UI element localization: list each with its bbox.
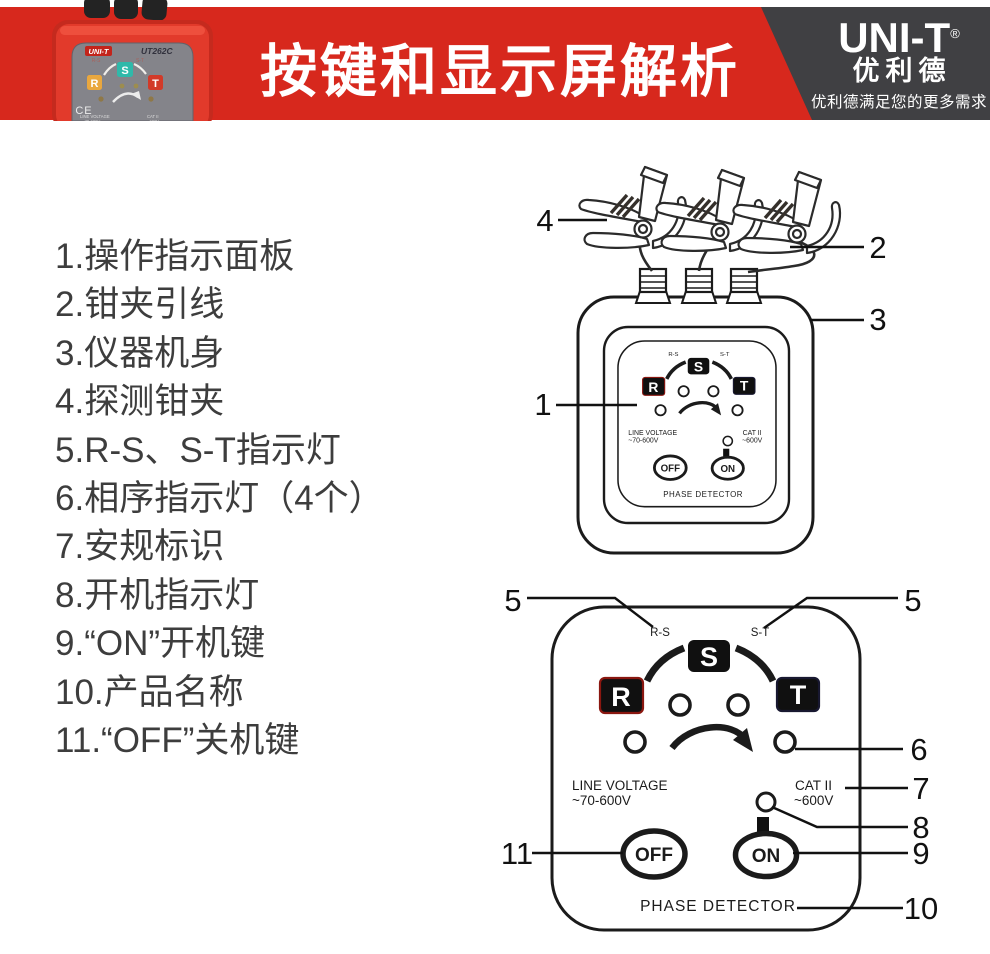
callout-number-7: 7: [912, 771, 929, 806]
photo-led: [148, 96, 154, 102]
photo-cat: CAT II: [147, 114, 158, 119]
callout-number-4: 4: [536, 203, 553, 238]
photo-r-box: [87, 75, 102, 90]
parts-list-item: 8.开机指示灯: [55, 575, 260, 615]
brand-tagline: 优利德满足您的更多需求: [810, 94, 987, 111]
photo-rotation-arrowhead: [131, 91, 141, 100]
parts-list-item: 2.钳夹引线: [55, 285, 225, 325]
cable-glands: [634, 267, 763, 304]
callout-number-3: 3: [869, 302, 886, 337]
photo-line-voltage: LINE VOLTAGE: [80, 114, 110, 119]
callout-number-8: 8: [912, 810, 929, 845]
callout-line-5-right: [763, 596, 898, 629]
device-panel: [71, 42, 194, 121]
probe: [84, 0, 110, 18]
brand-name-cn: 优利德: [852, 56, 952, 86]
photo-cat-voltage: ~600V: [147, 119, 159, 124]
parts-list-item: 4.探测钳夹: [55, 382, 225, 422]
parts-list-item: 11.“OFF”关机键: [55, 721, 300, 761]
brand-logo: UNI-T®: [808, 14, 990, 61]
brand-logo-block: UNI-T® 优利德 优利德满足您的更多需求: [808, 14, 990, 112]
instrument-body-inner: [602, 325, 791, 525]
callout-number-5: 5: [904, 583, 921, 618]
bottom-callouts: [527, 596, 908, 910]
top-diagram: 4 2 3 1: [534, 165, 887, 555]
detection-clamp: [731, 170, 842, 255]
brand-name: UNI-T: [838, 14, 951, 61]
instrument-panel-large: [552, 607, 860, 930]
gland-ribs: [731, 275, 757, 289]
top-callouts: [556, 218, 864, 407]
parts-list-item: 3.仪器机身: [55, 333, 225, 373]
photo-rs-label: R-S: [92, 58, 101, 64]
photo-model-label: UT262C: [141, 46, 174, 56]
registered-mark: ®: [950, 26, 960, 41]
callout-line-5-left: [527, 596, 654, 628]
product-photo: UNI-T UT262C R-S S-T S R T CE LINE VOLTA…: [52, 0, 213, 124]
callout-number-9: 9: [912, 836, 929, 871]
parts-list-item: 9.“ON”开机键: [55, 624, 266, 664]
device-body-highlight: [60, 26, 205, 35]
bottom-diagram: 5 5 6 7 8 9 10 11: [501, 583, 938, 930]
probe: [141, 0, 168, 21]
callout-line-8: [771, 805, 908, 829]
gland-ribs: [640, 275, 666, 289]
gland-ribs: [686, 275, 712, 289]
probe: [114, 0, 138, 19]
gland-cap: [729, 267, 759, 294]
parts-list-item: 1.操作指示面板: [55, 237, 295, 276]
photo-led: [98, 96, 104, 102]
callout-number-10: 10: [904, 891, 938, 926]
photo-st-arc: [133, 62, 147, 75]
callout-number-1: 1: [534, 387, 551, 422]
photo-led: [119, 83, 125, 89]
parts-list-item: 6.相序指示灯（4个）: [55, 479, 384, 519]
photo-r-letter: R: [91, 78, 99, 90]
parts-list-item: 7.安规标识: [55, 527, 225, 567]
callout-number-11: 11: [501, 836, 533, 871]
photo-t-box: [148, 75, 163, 90]
instrument-panel-small: [616, 339, 778, 509]
banner-title: 按键和显示屏解析: [260, 40, 740, 104]
parts-list-item: 5.R-S、S-T指示灯: [55, 430, 341, 470]
photo-s-box: [117, 62, 133, 77]
photo-s-letter: S: [121, 65, 128, 77]
photo-brand-label: UNI-T: [89, 47, 110, 56]
photo-rs-arc: [103, 62, 117, 76]
photo-ce-mark: CE: [75, 105, 92, 117]
photo-led: [133, 83, 139, 89]
photo-st-label: S-T: [136, 58, 144, 64]
gland-cap: [638, 267, 668, 294]
photo-t-letter: T: [152, 78, 159, 90]
parts-list-item: 10.产品名称: [55, 672, 244, 712]
parts-list: 1.操作指示面板 2.钳夹引线 3.仪器机身 4.探测钳夹 5.R-S、S-T指…: [55, 233, 384, 765]
photo-logo-box: [85, 46, 112, 56]
photo-voltage-range: ~70-600V: [82, 119, 100, 124]
callout-number-5: 5: [504, 583, 521, 618]
callout-number-6: 6: [910, 732, 927, 767]
callout-number-2: 2: [869, 230, 886, 265]
